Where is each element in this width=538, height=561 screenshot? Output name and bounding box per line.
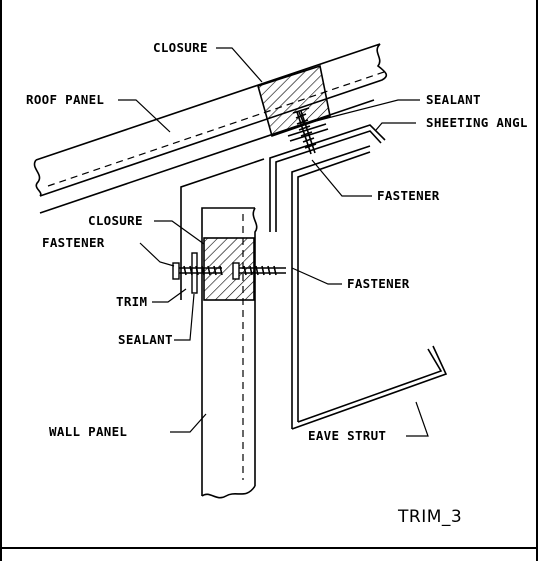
top-closure	[257, 64, 331, 138]
left-fastener	[172, 262, 223, 280]
sheeting-angle	[269, 124, 386, 232]
roof-panel	[33, 43, 388, 214]
label-fastener-left: FASTENER	[42, 235, 105, 250]
label-closure-top: CLOSURE	[153, 40, 208, 55]
label-sheeting-angle: SHEETING ANGL	[426, 115, 528, 130]
trim	[180, 158, 265, 300]
wall-panel	[201, 207, 258, 499]
right-fastener	[232, 262, 286, 280]
drawing-name: TRIM_3	[397, 507, 462, 527]
roof-fastener	[292, 107, 317, 155]
label-roof-panel: ROOF PANEL	[26, 92, 104, 107]
label-trim: TRIM	[116, 294, 147, 309]
label-eave-strut: EAVE STRUT	[308, 428, 386, 443]
label-fastener-right: FASTENER	[347, 276, 410, 291]
label-sealant-low: SEALANT	[118, 332, 173, 347]
eave-strut	[291, 145, 448, 430]
label-fastener-top: FASTENER	[377, 188, 440, 203]
label-sealant-top: SEALANT	[426, 92, 481, 107]
leader-lines	[118, 47, 429, 437]
label-wall-panel: WALL PANEL	[49, 424, 127, 439]
wall-closure	[203, 237, 255, 301]
label-closure-mid: CLOSURE	[88, 213, 143, 228]
